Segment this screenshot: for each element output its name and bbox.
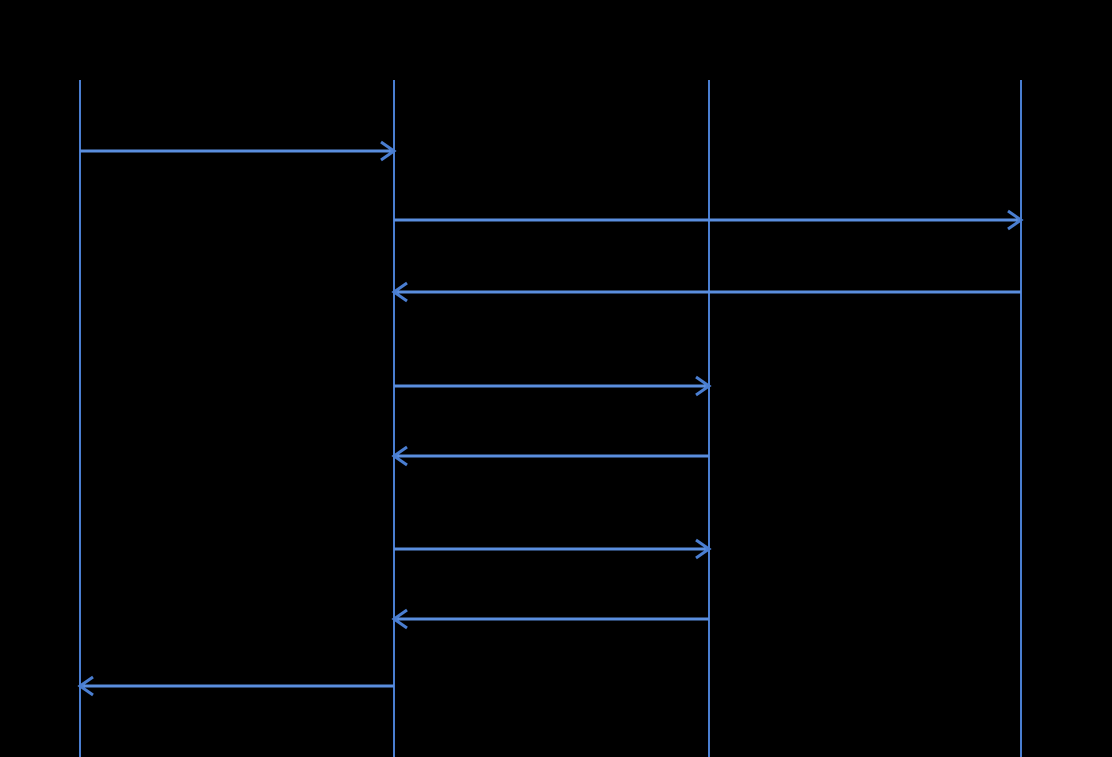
lifelines-group xyxy=(79,80,1022,757)
message-arrowhead-6 xyxy=(695,538,712,560)
messages-group xyxy=(77,140,1024,697)
message-arrowhead-1 xyxy=(380,140,397,162)
message-arrowhead-4 xyxy=(695,375,712,397)
message-arrowhead-7 xyxy=(391,608,408,630)
message-arrowhead-3 xyxy=(391,281,408,303)
message-arrowhead-2 xyxy=(1007,209,1024,231)
message-arrowhead-8 xyxy=(77,675,94,697)
message-arrowhead-5 xyxy=(391,445,408,467)
